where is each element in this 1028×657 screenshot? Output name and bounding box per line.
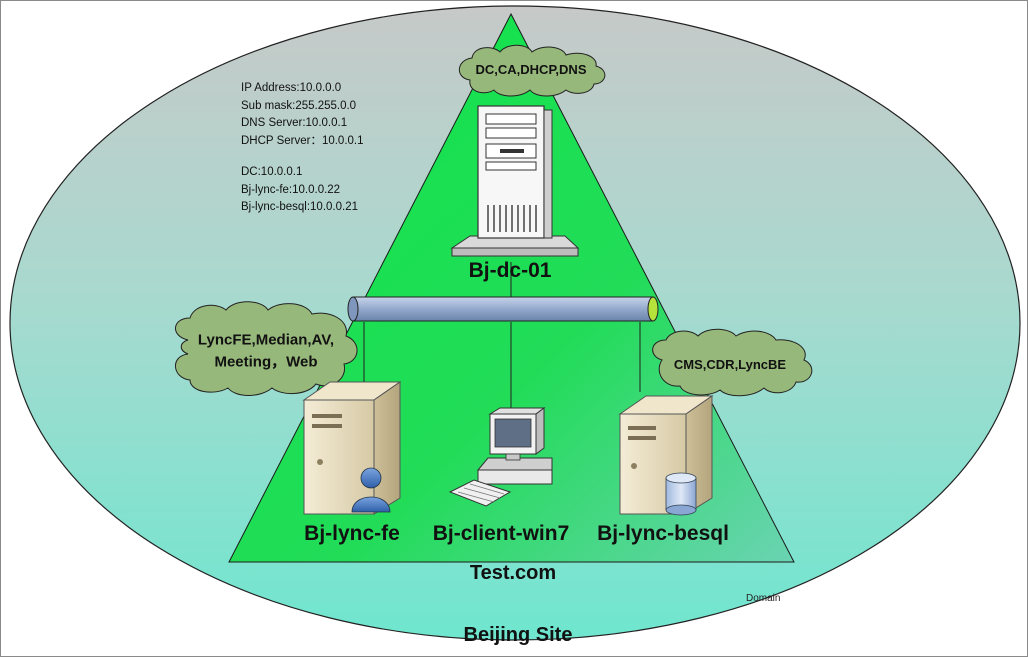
tower-server-icon: [450, 105, 580, 257]
info-line: Bj-lync-besql:10.0.0.21: [241, 201, 358, 213]
info-line: DNS Server:10.0.0.1: [241, 117, 348, 129]
besql-role-label: CMS,CDR,LyncBE: [673, 356, 787, 372]
fe-server-icon: [302, 381, 402, 515]
info-line: Bj-lync-fe:10.0.0.22: [241, 183, 341, 196]
ip-info-panel: IP Address:10.0.0.0 Sub mask:255.255.0.0…: [241, 80, 364, 217]
user-icon: [351, 467, 391, 513]
network-bus-pipe: [347, 296, 659, 322]
dc-role-label: DC,CA,DHCP,DNS: [475, 61, 587, 77]
dc-role-cloud: [458, 44, 606, 97]
info-line: IP Address:10.0.0.0: [241, 82, 342, 94]
domain-name-label: Test.com: [469, 562, 557, 584]
fe-role-cloud: [175, 301, 358, 396]
besql-hostname: Bj-lync-besql: [597, 522, 729, 545]
info-line: Sub mask:255.255.0.0: [241, 99, 357, 112]
client-hostname: Bj-client-win7: [432, 522, 570, 545]
network-links: [363, 262, 641, 412]
info-line: DHCP Server：10.0.0.1: [241, 134, 364, 147]
besql-role-cloud: [652, 328, 813, 397]
info-line: DC:10.0.0.1: [241, 166, 303, 178]
dc-hostname: Bj-dc-01: [468, 259, 552, 282]
workstation-icon: [476, 407, 553, 485]
database-icon: [665, 472, 697, 516]
fe-role-label: LyncFE,Median,AV, Meeting，Web: [197, 331, 335, 370]
keyboard-icon: [448, 479, 512, 507]
fe-hostname: Bj-lync-fe: [304, 522, 400, 545]
site-label: Beijing Site: [463, 624, 573, 646]
domain-caption: Domain: [746, 593, 781, 604]
